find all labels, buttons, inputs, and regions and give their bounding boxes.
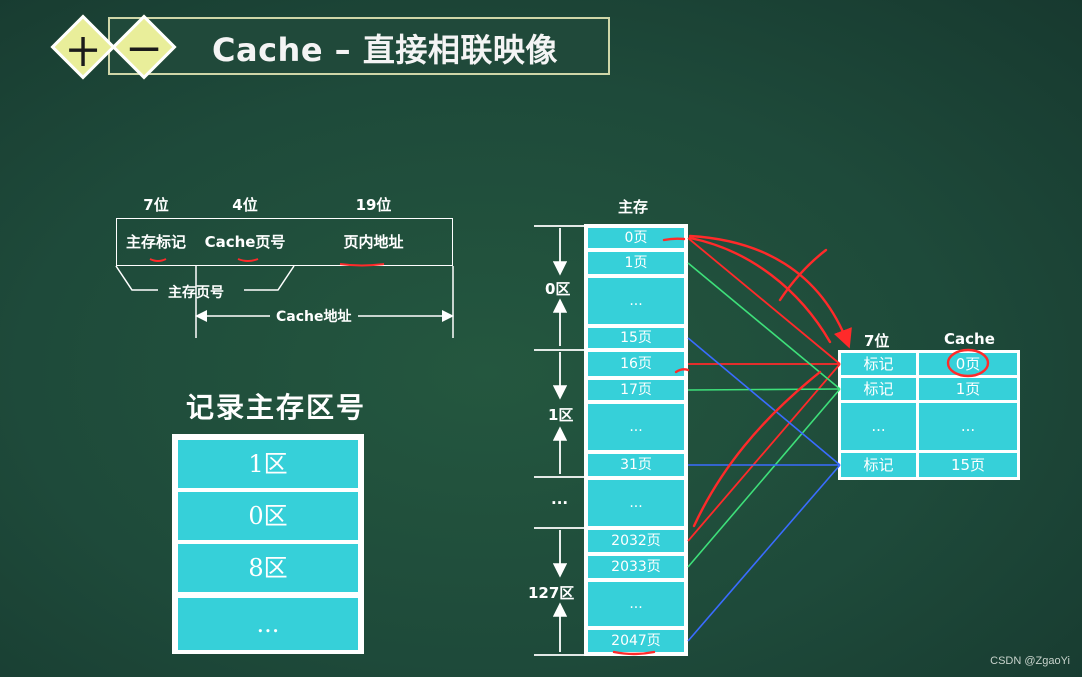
cache-page-15: 15页 bbox=[919, 453, 1017, 477]
cache-bits-label: 7位 bbox=[864, 332, 890, 350]
mm-page-ellipsis: ... bbox=[588, 278, 684, 324]
record-row: 0区 bbox=[178, 492, 358, 540]
red-hand-annotations bbox=[612, 234, 990, 656]
cache-page-ellipsis: ... bbox=[919, 403, 1017, 450]
mm-page-ellipsis: ... bbox=[588, 404, 684, 450]
record-row: 1区 bbox=[178, 440, 358, 488]
red-mapping-lines bbox=[687, 237, 841, 542]
mm-page-16: 16页 bbox=[588, 352, 684, 376]
address-format-box bbox=[116, 218, 453, 266]
record-zone-title: 记录主存区号 bbox=[186, 391, 367, 424]
cache-tag-15: 标记 bbox=[841, 453, 916, 477]
record-row: 8区 bbox=[178, 544, 358, 592]
cache-address-arrow bbox=[195, 266, 454, 338]
cache-title: Cache bbox=[944, 330, 995, 348]
mm-page-ellipsis: ... bbox=[588, 582, 684, 626]
cache-tag-ellipsis: ... bbox=[841, 403, 916, 450]
cache-address-label: Cache地址 bbox=[276, 309, 352, 325]
mm-page-2032: 2032页 bbox=[588, 530, 684, 552]
main-page-bracket bbox=[115, 265, 295, 291]
bits-label-cache-page: 4位 bbox=[232, 196, 258, 214]
record-row: ... bbox=[178, 598, 358, 650]
minus-icon: 一 bbox=[129, 34, 159, 69]
mm-page-31: 31页 bbox=[588, 454, 684, 476]
title-banner bbox=[108, 17, 610, 75]
green-mapping-lines bbox=[687, 262, 841, 568]
page-title: Cache – 直接相联映像 bbox=[212, 31, 558, 69]
cache-page-1: 1页 bbox=[919, 378, 1017, 400]
mm-page-ellipsis: ... bbox=[588, 480, 684, 526]
main-memory-title: 主存 bbox=[618, 198, 649, 216]
watermark: CSDN @ZgaoYi bbox=[990, 655, 1070, 667]
bits-label-offset: 19位 bbox=[355, 196, 392, 214]
cache-tag-0: 标记 bbox=[841, 353, 916, 375]
cache-page-0: 0页 bbox=[919, 353, 1017, 375]
red-underline-marks bbox=[149, 258, 385, 267]
mm-page-0: 0页 bbox=[588, 228, 684, 248]
field-main-tag: 主存标记 bbox=[125, 233, 186, 251]
blue-mapping-lines bbox=[687, 337, 841, 642]
bits-label-tag: 7位 bbox=[143, 196, 169, 214]
mm-page-17: 17页 bbox=[588, 380, 684, 400]
field-cache-page: Cache页号 bbox=[204, 233, 286, 251]
zone-label-0: 0区 bbox=[545, 280, 571, 298]
record-zone-table: 1区 0区 8区 ... bbox=[172, 434, 364, 654]
zone-label-1: 1区 bbox=[548, 406, 574, 424]
plus-icon: 十 bbox=[68, 36, 98, 71]
zone-label-127: 127区 bbox=[528, 584, 575, 602]
mm-page-2047: 2047页 bbox=[588, 630, 684, 652]
mm-page-15: 15页 bbox=[588, 328, 684, 348]
mm-page-1: 1页 bbox=[588, 252, 684, 274]
cache-tag-1: 标记 bbox=[841, 378, 916, 400]
zone-brackets bbox=[534, 225, 584, 656]
field-page-offset: 页内地址 bbox=[343, 233, 404, 251]
zone-label-ellipsis: ... bbox=[551, 490, 569, 508]
mm-page-2033: 2033页 bbox=[588, 556, 684, 578]
